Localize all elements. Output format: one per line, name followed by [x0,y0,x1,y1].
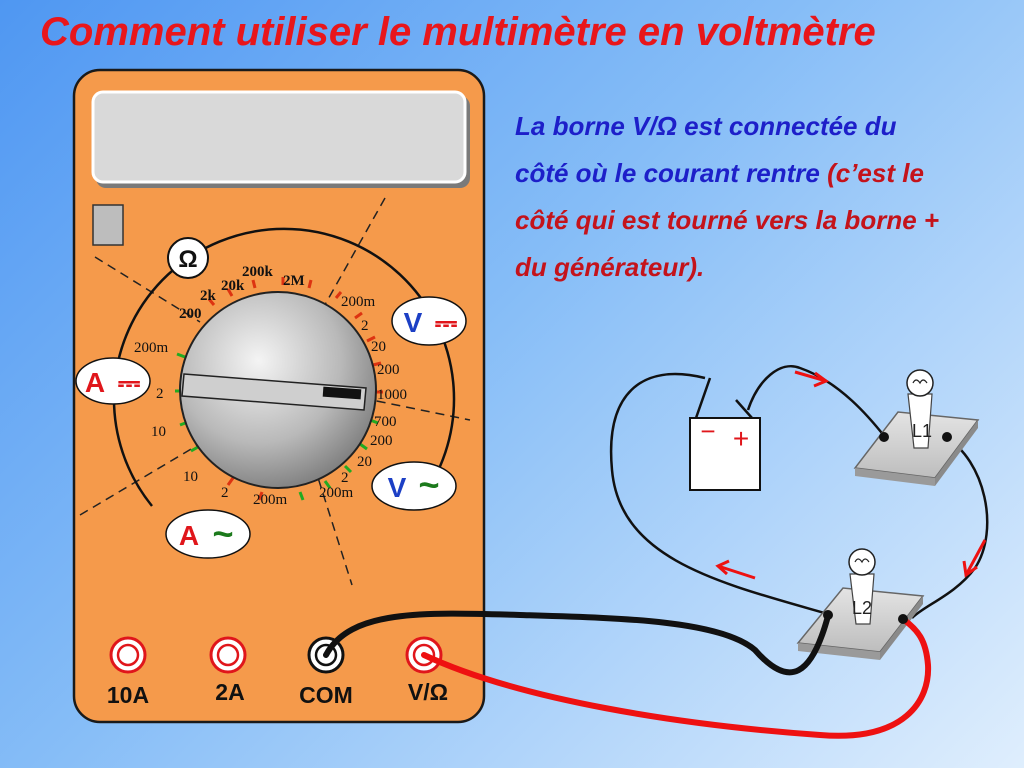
voltage-ac-symbol: V [388,472,407,503]
dial-label: 2 [361,318,369,334]
slide-title: Comment utiliser le multimètre en voltmè… [40,10,876,54]
dial-label: 2M [283,273,305,289]
dial-label: 20k [221,278,245,294]
current-ac-symbol: A [179,520,199,551]
dial-label: 200 [370,433,393,449]
generator-minus-sign: − [700,416,715,446]
lamp-terminal [879,432,889,442]
dc-symbol-icon: ⎓ [435,307,457,338]
ac-symbol-icon: ~ [418,464,439,505]
dial-label: 200m [341,294,376,310]
ohm-symbol: Ω [178,246,197,273]
dial-label: 1000 [377,387,407,403]
current-arrows [715,370,987,580]
lamp-l1: L1 [853,369,980,486]
terminal-10a[interactable] [109,636,147,674]
terminal-com-label: COM [299,682,353,708]
current-dc-symbol: A [85,367,105,398]
lcd-display [91,90,467,184]
generator-plus-sign: + [733,423,749,454]
dial-label: 200 [179,306,202,322]
dial-label: 700 [374,414,397,430]
terminal-2a-label: 2A [215,679,244,705]
wire-generator-plus-to-l1 [746,365,886,438]
circuit-wires [609,365,989,619]
lamp-l2-label: L2 [852,598,872,618]
voltage-ac-badge: V ~ [371,461,457,511]
terminal-v-ohm-label: V/Ω [408,679,448,705]
knob-indicator-mark [322,386,362,400]
multimeter: 2k 20k 200k 2M 200 200m 200m 2 20 200 10… [72,68,486,724]
terminal-2a[interactable] [209,636,247,674]
terminal-10a-label: 10A [107,682,149,708]
dc-symbol-icon: ⎓ [118,367,140,398]
dial-label: 200m [134,340,169,356]
voltage-dc-badge: V ⎓ [391,296,467,346]
dial-label: 200 [377,362,400,378]
explanation-text: La borne V/Ω est connectée du côté où le… [515,103,955,291]
dial-labels: 2k 20k 200k 2M 200 200m 200m 2 20 200 10… [134,264,407,508]
dial-label: 2k [200,288,217,304]
arrow-icon [715,559,756,580]
filament-icon [912,379,928,385]
explanation-part1: La borne V/ [515,111,657,141]
dial-label: 2 [221,485,229,501]
generator-minus-lead [694,377,712,419]
knob-pointer [181,373,367,411]
current-dc-badge: A ⎓ [75,357,151,405]
black-probe-wire [323,610,831,676]
dial-label: 2 [156,386,164,402]
voltage-dc-symbol: V [404,307,423,338]
explanation-part3: (c’est le côté qui est tourné vers la bo… [515,158,940,282]
dial-label: 200m [319,485,354,501]
dial-label: 20 [371,339,386,355]
generator: − + [689,377,761,491]
generator-plus-lead [735,399,753,419]
power-switch[interactable] [92,204,124,246]
wire-generator-minus-to-l2 [609,372,829,616]
arrow-icon [794,370,830,388]
ac-symbol-icon: ~ [212,513,233,554]
dial-label: 20 [357,454,372,470]
ohm-badge: Ω [167,237,209,279]
dial-label: 2 [341,470,349,486]
lamp-l1-label: L1 [912,421,932,441]
filament-icon [854,558,870,564]
dial-label: 200m [253,492,288,508]
dial-label: 10 [151,424,166,440]
current-ac-badge: A ~ [165,509,251,559]
dial-label: 200k [242,264,274,280]
lamp-terminal [898,614,908,624]
wire-l1-to-l2 [911,435,989,619]
arrow-icon [962,539,987,578]
red-probe-wire [421,616,932,739]
dial-label: 10 [183,469,198,485]
explanation-part2: est connectée du côté où le courant rent… [515,111,897,188]
omega-symbol: Ω [656,111,677,141]
lamp-terminal [942,432,952,442]
rotary-selector-knob[interactable] [179,291,377,489]
lamp-terminal [823,610,833,620]
